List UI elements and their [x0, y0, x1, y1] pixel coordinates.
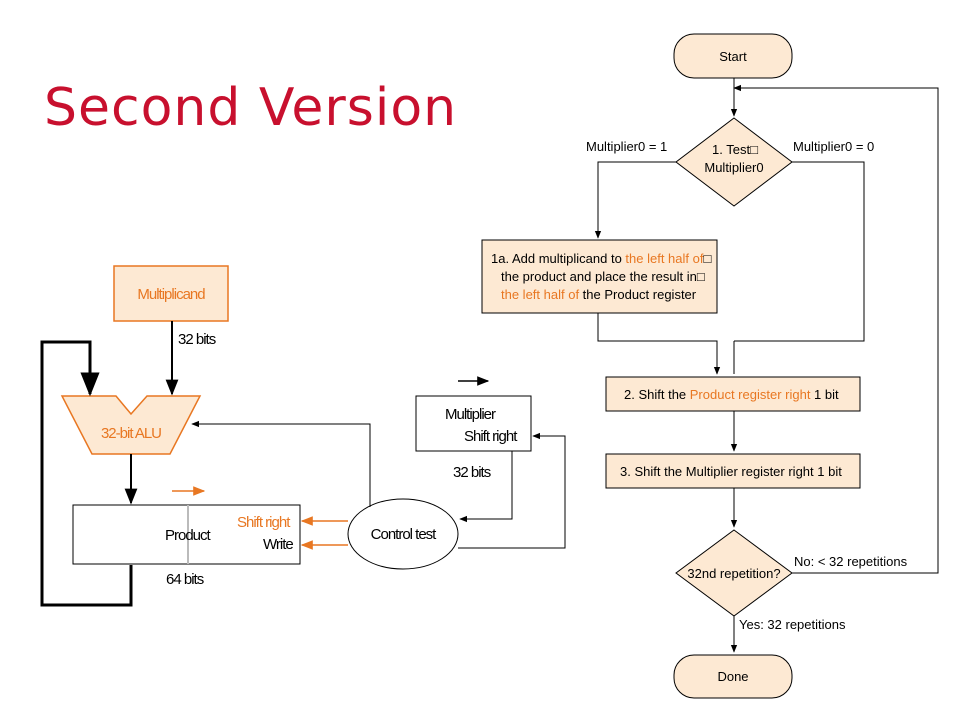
multiplicand-label: Multiplicand	[137, 286, 205, 303]
multiplier-bits: 32 bits	[453, 464, 491, 481]
multiplicand-bits: 32 bits	[178, 331, 216, 348]
multiplier-register	[415, 395, 532, 452]
arrow-test-no-branch	[734, 161, 865, 342]
arrow-1a-to-step2	[597, 313, 721, 375]
write-label: Write	[263, 536, 293, 553]
control-test	[347, 498, 459, 570]
repeat-yes-label: Yes: 32 repetitions	[739, 617, 846, 632]
step-1a-line2: the product and place the result in□	[501, 269, 705, 284]
slide-title: Second Version	[44, 78, 458, 138]
test-label-line2: Multiplier0	[704, 160, 763, 175]
multiplier-label: Multiplier	[445, 406, 496, 423]
test-decision	[675, 117, 793, 207]
signal-multiplier-to-control	[459, 451, 513, 523]
arrow-test-to-1a	[594, 161, 676, 239]
product-register	[72, 504, 301, 565]
product-bits: 64 bits	[166, 571, 204, 588]
bus-product-to-alu	[40, 340, 133, 607]
branch-no-label: Multiplier0 = 0	[793, 139, 874, 154]
shift-right-label: Shift right	[237, 514, 291, 531]
step-1a-line1: 1a. Add multiplicand to the left half of…	[491, 251, 711, 266]
step-3-label: 3. Shift the Multiplier register right 1…	[620, 464, 842, 479]
step-2-label: 2. Shift the Product register right 1 bi…	[624, 387, 839, 402]
start-terminal	[673, 33, 793, 79]
multiplier-shift-label: Shift right	[464, 428, 518, 445]
arrow-loop-back	[733, 84, 939, 574]
control-label: Control test	[371, 526, 438, 543]
done-label: Done	[717, 669, 748, 684]
flowchart: Start 1. Test□ Multiplier0 Multiplier0 =…	[481, 33, 939, 699]
signal-control-to-multiplier	[458, 432, 566, 549]
hardware-diagram: Multiplicand 32 bits 32-bit ALU Product …	[40, 265, 566, 607]
step-2-box	[605, 376, 861, 412]
test-label-line1: 1. Test□	[712, 142, 758, 157]
step-1a-box	[481, 239, 718, 314]
alu	[60, 395, 202, 455]
step-3-box	[605, 453, 861, 489]
start-label: Start	[719, 49, 747, 64]
product-label: Product	[165, 527, 212, 544]
done-terminal	[673, 654, 793, 699]
signal-control-to-alu	[191, 420, 371, 507]
repeat-question-label: 32nd repetition?	[687, 566, 780, 581]
multiplicand-register	[113, 265, 229, 322]
alu-label: 32-bit ALU	[101, 425, 161, 442]
branch-yes-label: Multiplier0 = 1	[586, 139, 667, 154]
step-1a-line3: the left half of the Product register	[501, 287, 697, 302]
repeat-no-label: No: < 32 repetitions	[794, 554, 908, 569]
